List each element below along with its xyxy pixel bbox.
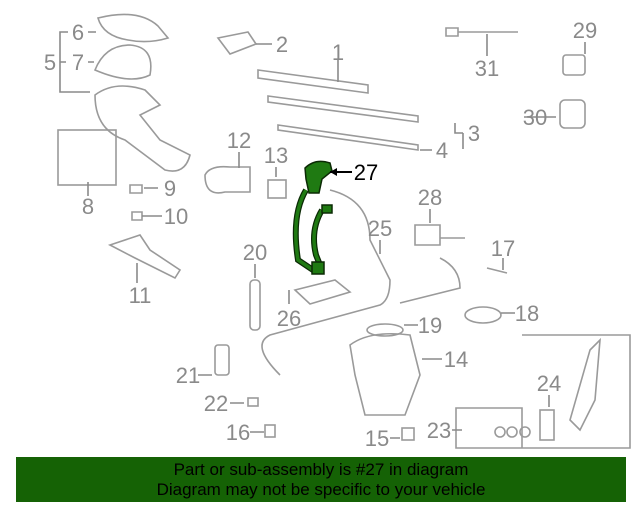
label-20[interactable]: 20 [243,240,267,265]
banner-line-1: Part or sub-assembly is #27 in diagram [173,460,469,479]
callout-arrows [59,31,586,439]
label-27[interactable]: 27 [354,160,378,185]
label-17[interactable]: 17 [491,236,515,261]
part-number-labels: 1 2 3 4 5 6 7 8 9 10 11 12 13 14 15 16 1… [44,18,597,451]
label-1[interactable]: 1 [332,40,344,65]
label-24[interactable]: 24 [537,371,561,396]
label-9[interactable]: 9 [164,176,176,201]
label-14[interactable]: 14 [444,347,468,372]
label-4[interactable]: 4 [436,138,448,163]
label-13[interactable]: 13 [264,143,288,168]
label-12[interactable]: 12 [227,128,251,153]
label-25[interactable]: 25 [368,216,392,241]
label-21[interactable]: 21 [176,363,200,388]
label-11[interactable]: 11 [129,283,152,308]
label-6[interactable]: 6 [72,20,84,45]
label-18[interactable]: 18 [515,301,539,326]
banner-line-2: Diagram may not be specific to your vehi… [156,480,486,499]
label-15[interactable]: 15 [365,426,389,451]
label-16[interactable]: 16 [226,420,250,445]
label-19[interactable]: 19 [418,313,442,338]
part-drawings [57,13,631,449]
label-5[interactable]: 5 [44,50,56,75]
part-27-washer-hose-assembly[interactable] [292,160,352,275]
label-10[interactable]: 10 [164,204,188,229]
label-31[interactable]: 31 [475,56,499,81]
label-22[interactable]: 22 [204,391,228,416]
label-30[interactable]: 30 [523,105,547,130]
label-26[interactable]: 26 [277,306,301,331]
label-8[interactable]: 8 [82,194,94,219]
label-23[interactable]: 23 [427,418,451,443]
label-3[interactable]: 3 [468,121,480,146]
label-28[interactable]: 28 [418,185,442,210]
part-info-banner: Part or sub-assembly is #27 in diagram D… [16,457,626,502]
label-29[interactable]: 29 [573,18,597,43]
label-7[interactable]: 7 [72,50,84,75]
label-2[interactable]: 2 [276,32,288,57]
